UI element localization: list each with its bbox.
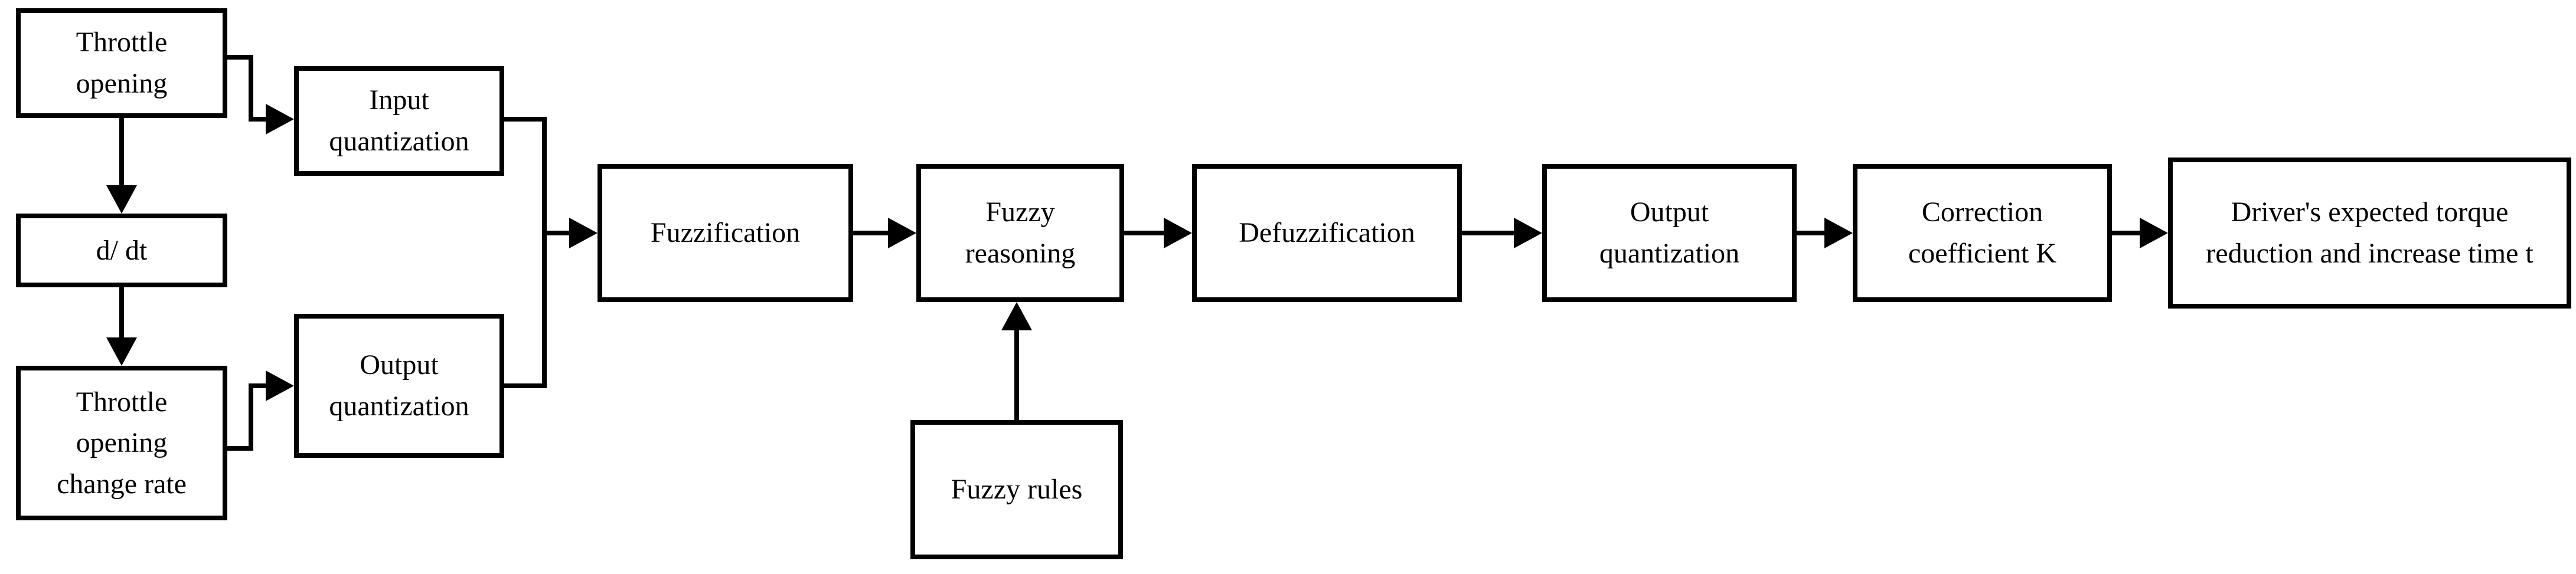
arrow-down-icon <box>106 337 137 366</box>
connector-output-quant-to-bus <box>504 383 547 388</box>
arrow-right-icon <box>1824 218 1853 248</box>
arrow-right-icon <box>888 218 916 248</box>
box-defuzzification: Defuzzification <box>1192 164 1462 302</box>
box-input-quantization: Input quantization <box>294 66 504 176</box>
box-output-quantization-input-side: Output quantization <box>294 314 504 458</box>
box-throttle-opening-change-rate-label: Throttle opening change rate <box>57 386 187 500</box>
box-fuzzy-rules: Fuzzy rules <box>910 420 1123 559</box>
connector-input-quant-to-bus <box>504 117 547 122</box>
box-driver-expected-torque: Driver's expected torque reduction and i… <box>2168 158 2571 309</box>
box-throttle-opening-change-rate: Throttle opening change rate <box>16 366 227 520</box>
arrow-right-icon <box>1164 218 1192 248</box>
box-throttle-opening: Throttle opening <box>16 8 227 118</box>
connector-fuzzification-to-reasoning <box>853 231 889 235</box>
box-correction-coefficient-k-label: Correction coefficient K <box>1908 196 2056 269</box>
box-fuzzy-rules-label: Fuzzy rules <box>951 474 1083 506</box>
connector-change-rate-to-output-quant-v <box>249 383 253 451</box>
connector-change-rate-to-output-quant-h2 <box>249 383 268 388</box>
connector-change-rate-to-output-quant-h1 <box>227 446 253 451</box>
arrow-down-icon <box>106 185 137 214</box>
connector-fuzzy-rules-to-reasoning <box>1014 329 1019 420</box>
box-fuzzy-reasoning-label: Fuzzy reasoning <box>965 196 1076 269</box>
box-d-dt: d/ dt <box>16 214 227 287</box>
connector-ddt-to-change-rate <box>119 287 124 339</box>
box-driver-expected-torque-label: Driver's expected torque reduction and i… <box>2206 196 2533 269</box>
connector-defuzzification-to-output-quant <box>1462 231 1515 235</box>
connector-throttle-to-input-quant-h2 <box>249 117 268 122</box>
arrow-up-icon <box>1001 302 1032 330</box>
arrow-right-icon <box>266 370 294 401</box>
connector-throttle-to-input-quant-h1 <box>227 55 253 60</box>
box-defuzzification-label: Defuzzification <box>1239 217 1415 249</box>
box-correction-coefficient-k: Correction coefficient K <box>1853 164 2112 302</box>
box-throttle-opening-label: Throttle opening <box>76 27 168 99</box>
box-d-dt-label: d/ dt <box>96 234 148 266</box>
connector-bus-to-fuzzification <box>542 231 570 235</box>
box-output-quantization: Output quantization <box>1542 164 1797 302</box>
box-input-quantization-label: Input quantization <box>329 84 469 157</box>
connector-reasoning-to-defuzzification <box>1124 231 1165 235</box>
arrow-right-icon <box>2140 218 2168 248</box>
box-fuzzification: Fuzzification <box>598 164 853 302</box>
connector-correction-to-driver <box>2112 231 2141 235</box>
box-output-quantization-label: Output quantization <box>1599 196 1740 269</box>
connector-output-quant-to-correction <box>1797 231 1826 235</box>
connector-bus-vertical <box>542 117 547 388</box>
connector-throttle-to-ddt <box>119 118 124 186</box>
box-output-quantization-input-side-label: Output quantization <box>329 349 469 422</box>
box-fuzzy-reasoning: Fuzzy reasoning <box>916 164 1124 302</box>
box-fuzzification-label: Fuzzification <box>650 217 801 249</box>
arrow-right-icon <box>266 104 294 135</box>
arrow-right-icon <box>1514 218 1542 248</box>
connector-throttle-to-input-quant-v <box>249 55 253 122</box>
arrow-right-icon <box>569 218 598 248</box>
